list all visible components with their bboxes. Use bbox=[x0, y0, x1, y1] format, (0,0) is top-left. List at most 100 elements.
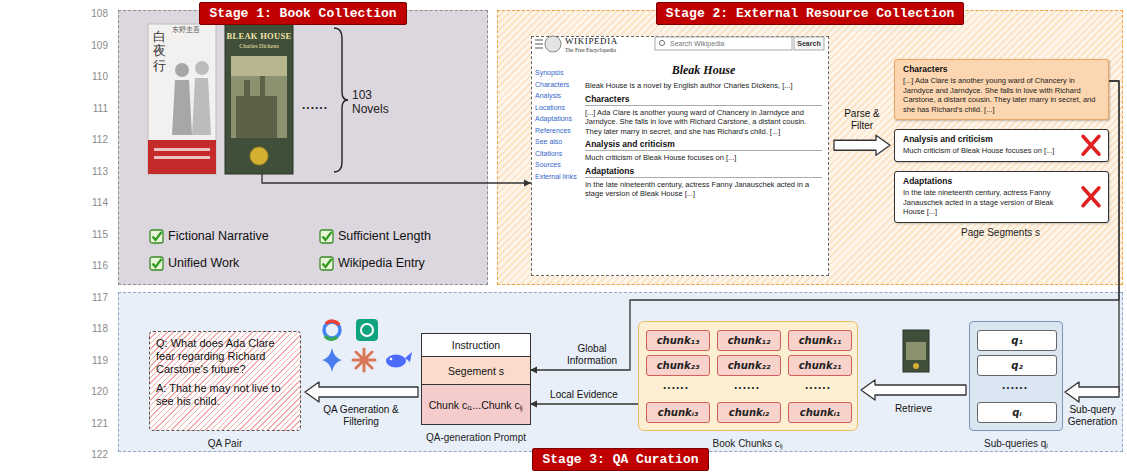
logo bbox=[405, 352, 412, 362]
edge-label: Global Information bbox=[562, 343, 622, 367]
cover-title: 白夜行 bbox=[153, 30, 166, 73]
cover-painting bbox=[231, 56, 287, 76]
chunk-box-text: chunk₂₁ bbox=[799, 360, 842, 371]
chunk-panel-text: Book Chunks cᵢⱼ bbox=[713, 438, 784, 450]
search-button bbox=[794, 37, 824, 50]
edge-label-holder: Local Evidence bbox=[534, 389, 634, 401]
wiki-logo bbox=[545, 36, 561, 52]
line-number: 109 bbox=[82, 40, 108, 51]
line-number: 111 bbox=[82, 103, 108, 114]
wiki-menu-item: References bbox=[535, 126, 571, 135]
leader-line bbox=[262, 174, 488, 183]
silhouette bbox=[172, 80, 192, 135]
line-number: 121 bbox=[82, 418, 108, 429]
check-mark bbox=[323, 232, 332, 240]
reject-cross bbox=[1083, 188, 1099, 206]
line-number: 119 bbox=[82, 355, 108, 366]
book-cover bbox=[225, 24, 293, 174]
sub-query-box: qᵢ bbox=[977, 402, 1057, 423]
label-holder: 白夜行 bbox=[153, 30, 166, 73]
text-holder: Sub-queries qᵢ bbox=[940, 433, 1092, 451]
arrow-head bbox=[524, 180, 531, 187]
connector bbox=[530, 401, 638, 408]
check-icon bbox=[150, 230, 163, 243]
wiki-menu-item: External links bbox=[535, 172, 577, 181]
search-box bbox=[655, 37, 792, 50]
label-holder: ...... bbox=[786, 378, 850, 392]
criterion: Fictional Narrative bbox=[168, 229, 269, 244]
label-holder: 109 bbox=[82, 40, 108, 51]
logo bbox=[325, 336, 337, 339]
check-mark bbox=[153, 232, 162, 240]
chunk-box-text: chunk₂₂ bbox=[728, 360, 771, 371]
label-holder: WIKIPEDIA bbox=[565, 36, 618, 46]
wiki-header bbox=[535, 36, 824, 52]
sub-query-box-text: qᵢ bbox=[1012, 407, 1021, 418]
edge-label: Retrieve bbox=[874, 403, 954, 415]
line-number: 117 bbox=[82, 292, 108, 303]
chunk-box: chunk₂₃ bbox=[646, 355, 710, 376]
check-mark bbox=[153, 259, 162, 267]
chunk-box: chunkᵢ₁ bbox=[788, 402, 852, 423]
check-box bbox=[320, 230, 333, 243]
logo bbox=[326, 321, 339, 325]
chunk-box: chunk₂₂ bbox=[717, 355, 781, 376]
chunk-box: chunkᵢ₃ bbox=[646, 402, 710, 423]
page-segment-text: In the late nineteenth century, actress … bbox=[903, 188, 1074, 217]
line-number: 120 bbox=[82, 386, 108, 397]
wiki-page-text: In the late nineteenth century, actress … bbox=[585, 180, 822, 199]
connector bbox=[305, 382, 418, 402]
check-box bbox=[150, 230, 163, 243]
label-holder: 117 bbox=[82, 292, 108, 303]
edge-label-holder: Retrieve bbox=[874, 403, 954, 415]
cover-band bbox=[154, 156, 210, 159]
wiki-page-text: Characters bbox=[585, 94, 822, 106]
logo bbox=[390, 358, 393, 361]
cover-title: BLEAK HOUSE bbox=[226, 31, 292, 41]
page-segment: AdaptationsIn the late nineteenth centur… bbox=[894, 171, 1109, 223]
check-box bbox=[320, 257, 333, 270]
prompt-box: QA-generation PromptInstructionSegement … bbox=[421, 333, 531, 425]
logo bbox=[356, 319, 378, 341]
text-holder: Stage 2: External Resource Collection bbox=[498, 2, 1122, 25]
cover-painting bbox=[906, 342, 926, 360]
text-holder: QA Pair bbox=[120, 433, 330, 451]
chunk-box-text: chunk₁₁ bbox=[799, 335, 842, 346]
connector-line bbox=[530, 81, 1119, 370]
ellipsis: ...... bbox=[975, 378, 1055, 392]
sub-query-panel: Sub-queries qᵢq₁q₂qᵢ bbox=[969, 321, 1063, 431]
label-holder: The Free Encyclopedia bbox=[565, 47, 616, 53]
label-holder: External links bbox=[535, 172, 577, 181]
label-holder: 120 bbox=[82, 386, 108, 397]
chunk-box-text: chunkᵢ₃ bbox=[658, 407, 699, 418]
wiki-menu-item: Sources bbox=[535, 160, 561, 169]
label-holder: See also bbox=[535, 137, 562, 146]
chunk-box: chunk₁₁ bbox=[788, 330, 852, 351]
check-icon bbox=[320, 257, 333, 270]
cover-painting bbox=[236, 70, 277, 138]
connector bbox=[488, 180, 531, 187]
search-button-text: Search bbox=[794, 39, 824, 48]
line-number: 110 bbox=[82, 71, 108, 82]
connector bbox=[861, 380, 966, 400]
check-box bbox=[150, 257, 163, 270]
check-icon bbox=[320, 230, 333, 243]
criterion: Unified Work bbox=[168, 256, 239, 271]
label-holder: References bbox=[535, 126, 571, 135]
line-number: 115 bbox=[82, 229, 108, 240]
qa-pair-box-text: QA Pair bbox=[208, 438, 242, 450]
chunk-box: chunk₁₂ bbox=[717, 330, 781, 351]
label-holder: ...... bbox=[644, 378, 708, 392]
label-holder: 114 bbox=[82, 197, 108, 208]
stage-panel: Stage 3: QA CurationQ: What does Ada Cla… bbox=[118, 292, 1123, 452]
label-holder: Search Wikipedia bbox=[670, 39, 724, 48]
wiki-menu-item: Analysis bbox=[535, 91, 561, 100]
label-holder: 119 bbox=[82, 355, 108, 366]
sub-query-box-text: q₂ bbox=[1011, 360, 1023, 371]
label-holder: Citations bbox=[535, 149, 562, 158]
label-holder: BLEAK HOUSE bbox=[226, 31, 292, 41]
label-holder: Wikipedia Entry bbox=[338, 256, 425, 271]
silhouette bbox=[195, 61, 209, 75]
label-holder: 东野圭吾 bbox=[172, 26, 200, 35]
logo bbox=[361, 324, 373, 336]
